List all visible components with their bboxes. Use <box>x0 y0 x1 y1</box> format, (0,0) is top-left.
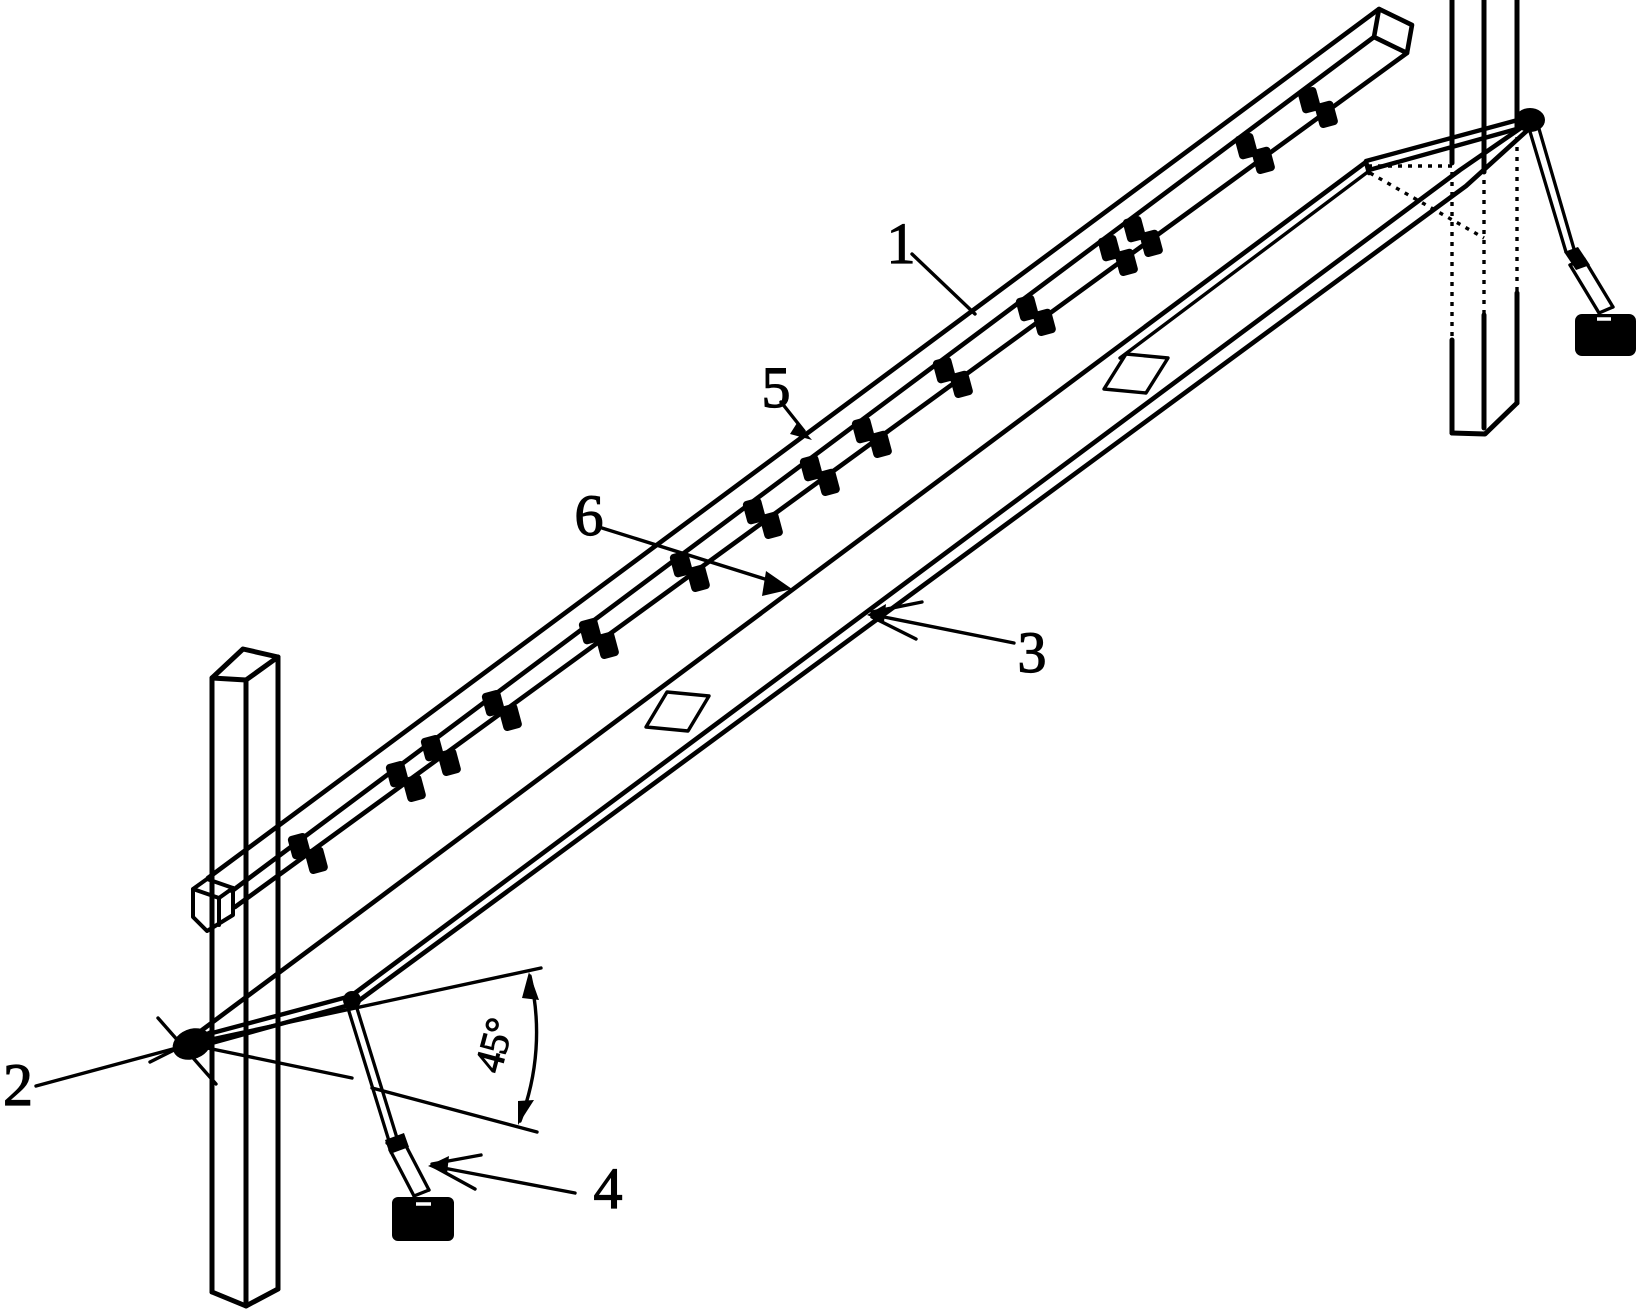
svg-text:4: 4 <box>594 1156 623 1221</box>
svg-text:6: 6 <box>575 483 604 548</box>
svg-text:2: 2 <box>3 1052 33 1118</box>
svg-text:5: 5 <box>762 355 791 420</box>
svg-text:3: 3 <box>1018 620 1047 685</box>
svg-text:1: 1 <box>887 211 916 276</box>
